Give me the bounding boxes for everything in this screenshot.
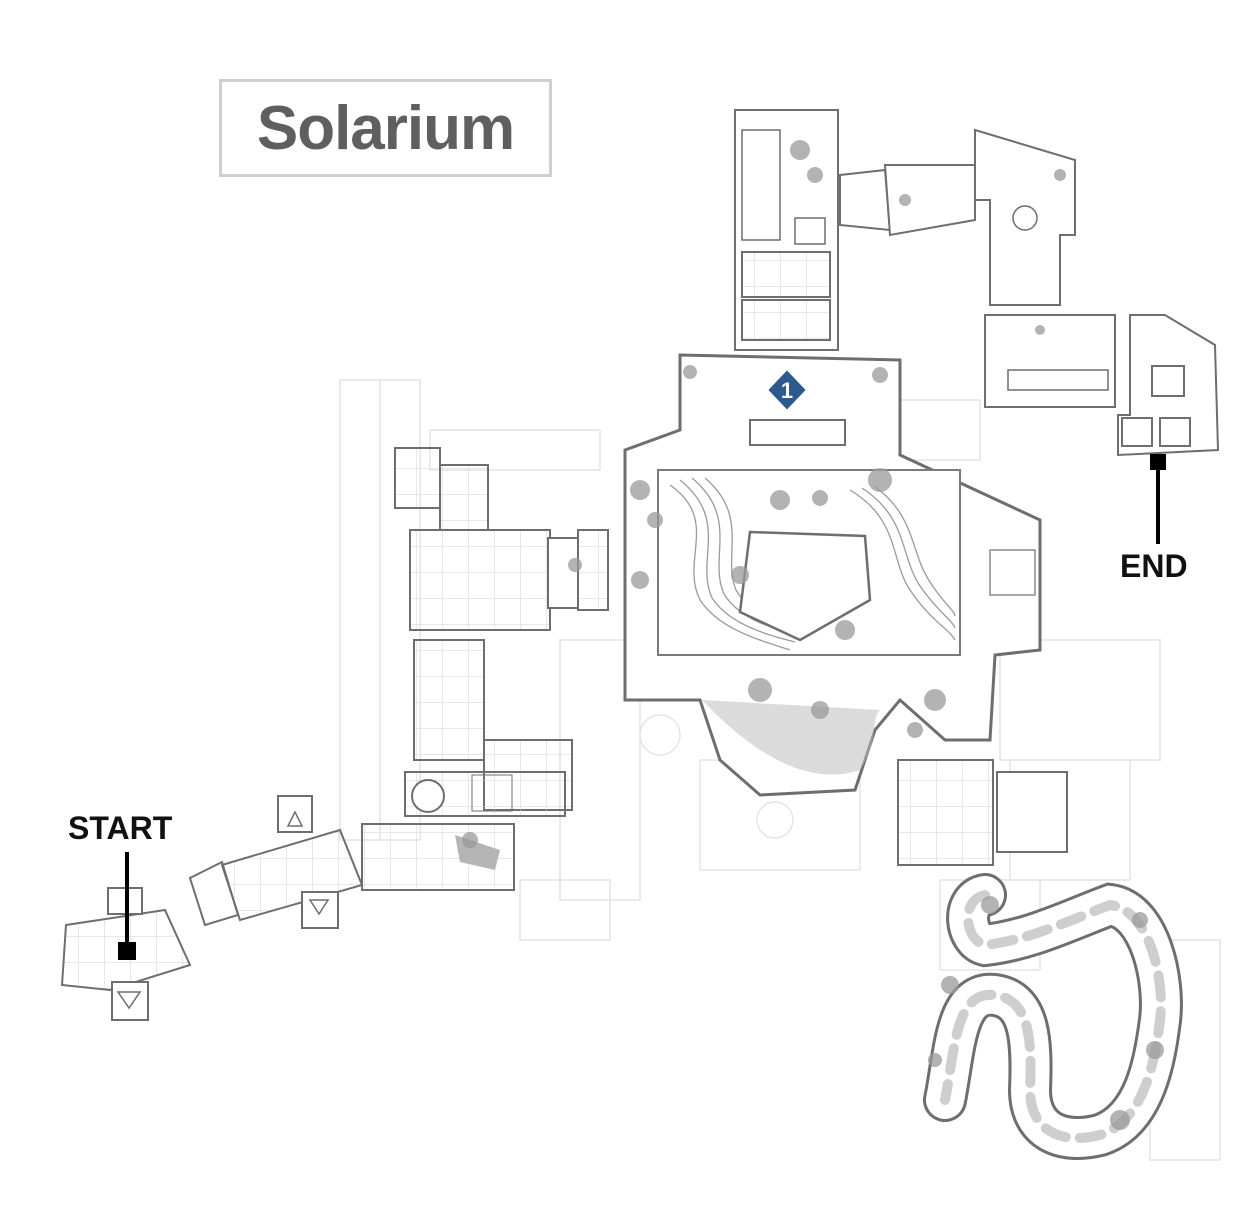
serpentine-path (923, 873, 1183, 1160)
north-rooms (734, 109, 1116, 408)
end-label: END (1120, 548, 1188, 584)
start-marker (118, 942, 136, 960)
south-rooms (897, 759, 1068, 866)
start-area (60, 860, 240, 1021)
central-solarium (623, 353, 1042, 797)
west-rooms (394, 447, 609, 817)
foliage (462, 140, 1164, 1130)
map-title-box: Solarium (219, 79, 552, 177)
waypoint-number: 1 (781, 378, 793, 403)
start-label: START (68, 810, 173, 846)
waypoint-diamond (765, 367, 809, 413)
end-marker (1150, 454, 1166, 470)
east-rooms (1117, 314, 1220, 457)
map-title: Solarium (256, 93, 515, 163)
waypoint-marker-1[interactable]: 1 (765, 367, 809, 413)
